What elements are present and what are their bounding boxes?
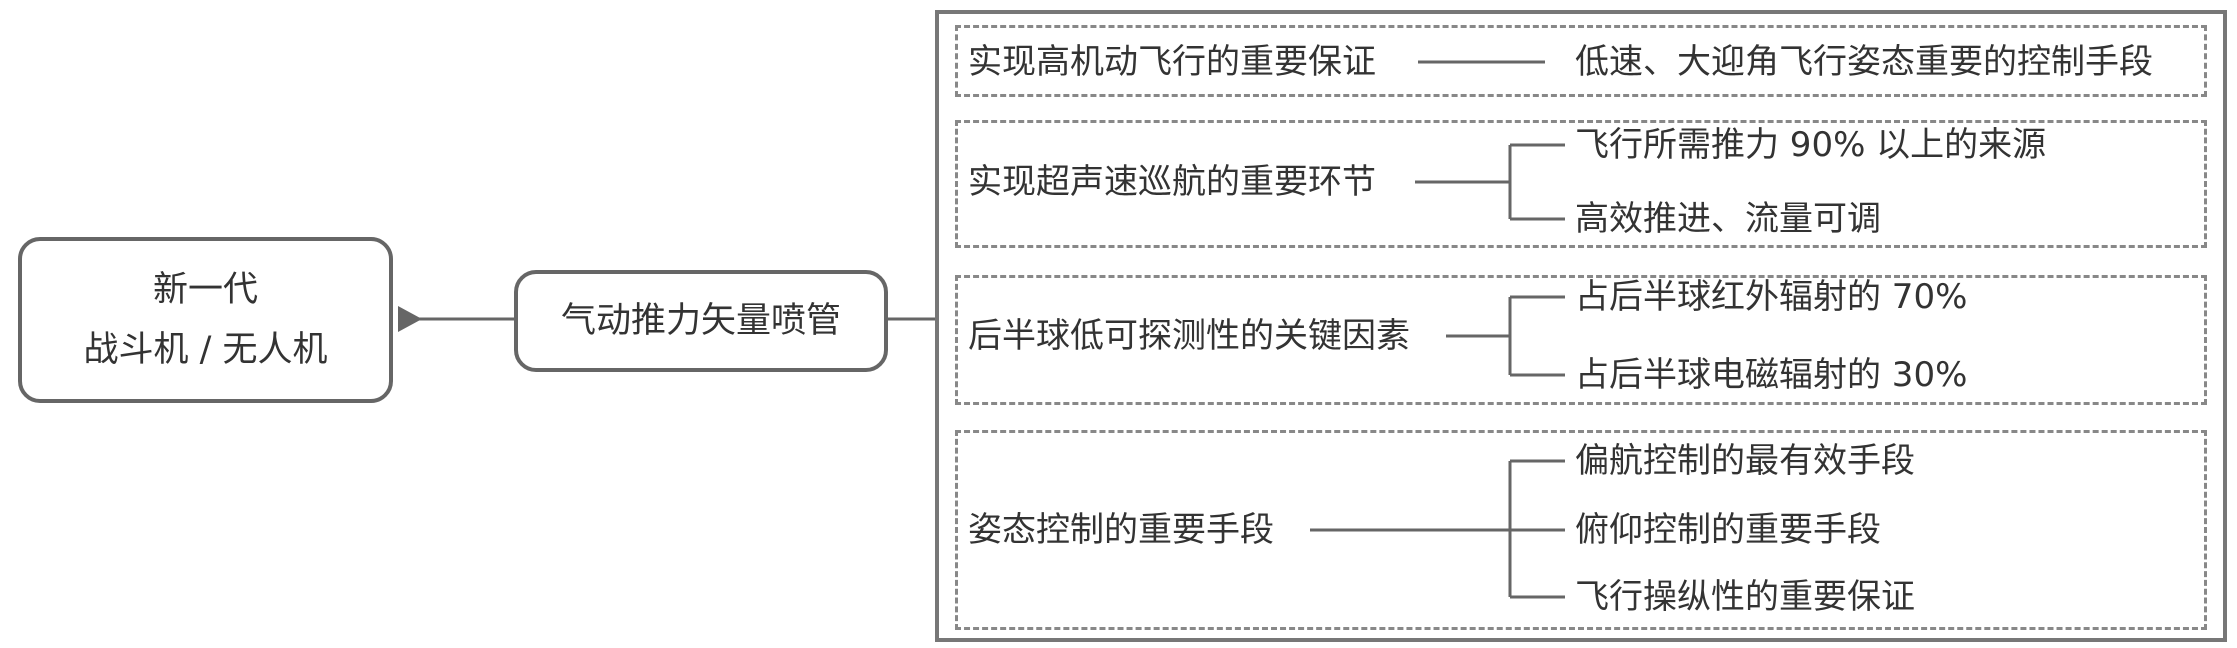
hub-node: 气动推力矢量喷管: [514, 270, 888, 372]
group-4-item-1: 偏航控制的最有效手段: [1575, 441, 1915, 481]
root-node-line-2: 战斗机 / 无人机: [83, 330, 328, 370]
group-4-title: 姿态控制的重要手段: [968, 510, 1274, 550]
root-node: 新一代 战斗机 / 无人机: [18, 237, 393, 403]
attributes-frame: [935, 10, 2227, 642]
group-3-connector: [1446, 295, 1565, 377]
group-1-box: [955, 25, 2207, 97]
group-2-title: 实现超声速巡航的重要环节: [968, 162, 1376, 202]
group-3-item-2: 占后半球电磁辐射的 30%: [1575, 355, 1968, 395]
group-2-item-1: 飞行所需推力 90% 以上的来源: [1575, 125, 2047, 165]
root-node-line-1: 新一代: [152, 270, 258, 310]
group-4-item-2: 俯仰控制的重要手段: [1575, 510, 1881, 550]
group-3-box: [955, 275, 2207, 405]
arrow-head-icon: [398, 306, 422, 332]
hub-node-label: 气动推力矢量喷管: [560, 301, 841, 341]
group-4-box: [955, 430, 2207, 630]
group-2-item-2: 高效推进、流量可调: [1575, 199, 1881, 239]
group-2-connector: [1415, 143, 1565, 221]
group-2-box: [955, 120, 2207, 248]
group-3-title: 后半球低可探测性的关键因素: [968, 316, 1410, 356]
group-4-item-3: 飞行操纵性的重要保证: [1575, 577, 1915, 617]
group-3-item-1: 占后半球红外辐射的 70%: [1575, 277, 1968, 317]
group-1-title: 实现高机动飞行的重要保证: [968, 42, 1376, 82]
group-1-item-1: 低速、大迎角飞行姿态重要的控制手段: [1575, 42, 2153, 82]
group-4-connector: [1310, 459, 1565, 599]
